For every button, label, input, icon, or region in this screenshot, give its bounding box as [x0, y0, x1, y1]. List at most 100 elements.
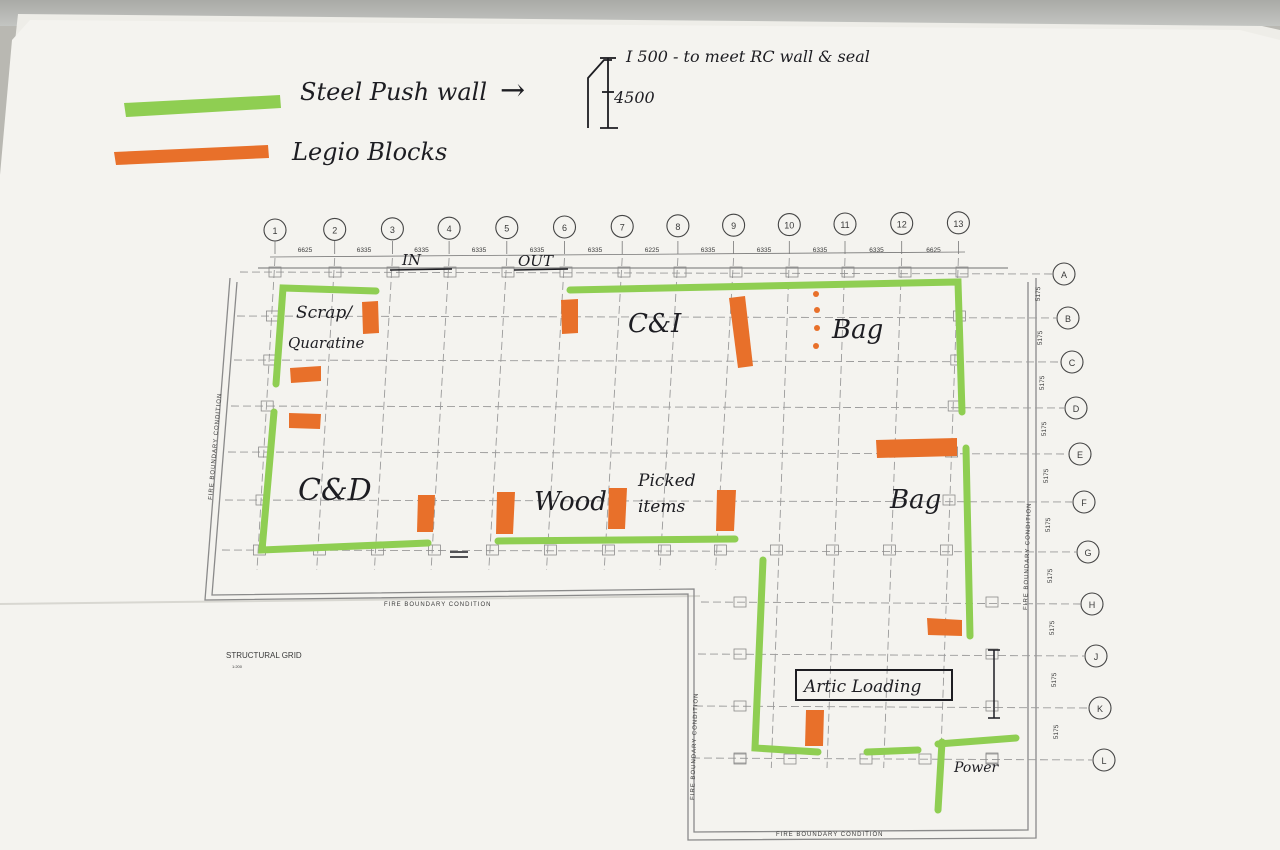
- orange-block: [417, 495, 435, 532]
- orange-block: [927, 618, 962, 636]
- grid-row-spacing: 5175: [1049, 620, 1057, 635]
- label-ci: C&I: [628, 309, 682, 339]
- grid-label-row: B: [1065, 314, 1071, 324]
- label-bag-top: Bag: [831, 315, 883, 345]
- green-wall-artic: [751, 556, 822, 756]
- column-marker: [841, 266, 855, 278]
- grid-bubble-col: [610, 214, 634, 238]
- wall-note-line1: I 500 - to meet RC wall & seal: [625, 47, 870, 66]
- grid-label-row: F: [1081, 498, 1087, 508]
- green-wall-top: [566, 278, 966, 416]
- grid-bubble-col: [323, 217, 347, 241]
- column-marker: [658, 544, 671, 556]
- grid-bubble-col: [666, 214, 690, 238]
- orange-block: [716, 490, 736, 531]
- grid-bubble-row: [1060, 350, 1084, 374]
- column-marker: [898, 266, 912, 278]
- grid-label-col: 3: [390, 225, 395, 235]
- column-marker: [617, 266, 631, 278]
- orange-block: [876, 438, 957, 458]
- fire-boundary-bottom: FIRE BOUNDARY CONDITION: [384, 602, 491, 608]
- grid-line-col: [659, 257, 679, 571]
- legend-orange-swatch: [114, 145, 269, 165]
- grid-col-spacing: 6335: [530, 247, 545, 254]
- grid-label-col: 9: [731, 221, 736, 231]
- grid-label-row: D: [1073, 404, 1080, 414]
- grid-label-col: 10: [784, 221, 794, 231]
- grid-col-spacing: 6335: [813, 247, 828, 254]
- grid-col-spacing: 6625: [926, 247, 941, 254]
- column-marker: [733, 753, 747, 765]
- orange-block: [290, 366, 321, 383]
- column-marker: [783, 753, 797, 765]
- grid-line-col: [430, 257, 450, 571]
- grid-bubble-row: [1080, 592, 1104, 616]
- column-marker: [673, 266, 687, 278]
- column-marker: [714, 544, 727, 556]
- grid-bubble-col: [890, 211, 914, 235]
- orange-block: [289, 413, 321, 429]
- column-marker: [770, 544, 783, 556]
- column-marker: [268, 266, 282, 278]
- column-marker: [485, 544, 499, 556]
- grid-bubble-row: [1064, 396, 1088, 420]
- column-marker: [918, 753, 932, 765]
- grid-row-spacing: 5175: [1045, 517, 1053, 532]
- grid-line-col: [883, 257, 903, 769]
- label-scrap: Scrap/: [296, 303, 354, 323]
- fire-boundary-lower-left: FIRE BOUNDARY CONDITION: [690, 692, 700, 800]
- grid-bubble-col: [722, 213, 746, 237]
- label-quarantine: Quaratine: [288, 334, 365, 352]
- grid-col-spacing: 6225: [645, 247, 660, 254]
- legend-green-swatch: [124, 95, 281, 117]
- grid-label-col: 8: [675, 222, 680, 232]
- column-marker: [427, 544, 441, 556]
- grid-col-spacing: 6335: [472, 247, 487, 254]
- grid-bubble-row: [1068, 442, 1092, 466]
- wall-section-sketch: [587, 57, 618, 129]
- grid-line-col: [939, 257, 959, 769]
- grid-row-spacing: 5175: [1037, 330, 1045, 345]
- grid-label-col: 6: [562, 223, 567, 233]
- green-wall-power: [934, 734, 1020, 748]
- fire-boundary-right: FIRE BOUNDARY CONDITION: [1023, 502, 1033, 610]
- column-marker: [501, 266, 515, 278]
- green-wall-power-stub: [934, 738, 946, 814]
- legend: Steel Push wall → Legio Blocks I 500 - t…: [114, 47, 870, 166]
- label-cd: C&D: [298, 473, 372, 508]
- grid-label-col: 4: [447, 224, 452, 234]
- grid-col-spacing: 6335: [757, 247, 772, 254]
- column-marker: [443, 266, 457, 278]
- column-marker: [955, 266, 969, 278]
- fire-boundary-lines: [204, 267, 1037, 841]
- grid-label-row: A: [1061, 270, 1067, 280]
- grid-line-col: [256, 257, 276, 571]
- grid-label-col: 5: [504, 224, 509, 234]
- label-power: Power: [953, 760, 1000, 776]
- grid-bubble-row: [1092, 748, 1116, 772]
- legend-arrow: →: [500, 73, 525, 108]
- label-artic: Artic Loading: [802, 677, 922, 697]
- column-marker: [940, 544, 953, 556]
- grid-row-spacing: 5175: [1047, 568, 1055, 583]
- grid-line-col: [826, 257, 846, 769]
- grid-bubble-row: [1056, 306, 1080, 330]
- label-picked-2: items: [638, 497, 685, 517]
- grid-label-row: H: [1089, 600, 1096, 610]
- column-marker: [826, 544, 839, 556]
- label-picked-1: Picked: [637, 471, 696, 491]
- grid-bubble-row: [1072, 490, 1096, 514]
- zone-labels: IN OUT Scrap/ Quaratine C&I Bag C&D Wood…: [288, 251, 1000, 776]
- bag-marker-dots: [813, 291, 820, 349]
- grid-row-spacing: 5175: [1035, 286, 1043, 301]
- green-wall-right: [962, 444, 974, 640]
- grid-dim-line: [269, 251, 966, 258]
- orange-block: [496, 492, 515, 534]
- column-marker: [733, 596, 747, 608]
- grid-bubble-row: [1052, 262, 1076, 286]
- grid-line-row: [221, 549, 1077, 553]
- grid-bubble-row: [1076, 540, 1100, 564]
- grid-line-row: [694, 705, 1089, 709]
- artic-side-bracket: [988, 649, 1000, 719]
